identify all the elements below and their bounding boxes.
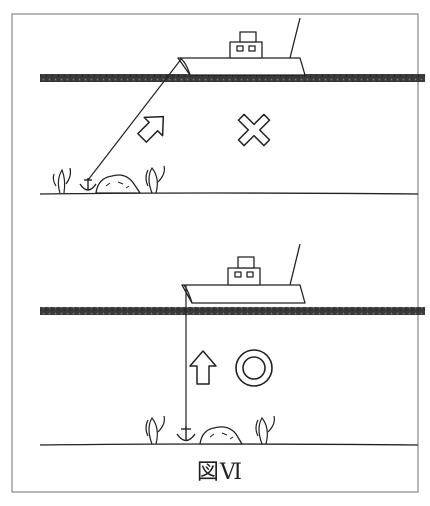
cross-mark-icon xyxy=(229,105,280,156)
seaweed-left xyxy=(146,416,164,444)
panel-incorrect xyxy=(40,18,425,194)
seaweed-right xyxy=(146,166,164,193)
boat xyxy=(182,244,305,303)
seaweed-right xyxy=(256,416,274,444)
rock xyxy=(200,427,242,444)
figure-caption: 図Ⅵ xyxy=(190,458,250,488)
rock xyxy=(96,175,140,193)
figure-frame xyxy=(12,14,418,492)
seaweed-left xyxy=(53,168,70,193)
lift-arrow-up-icon xyxy=(190,351,216,384)
anchor-icon xyxy=(177,426,195,441)
circle-mark-icon xyxy=(236,350,272,386)
anchor-icon xyxy=(80,178,96,190)
water-surface xyxy=(40,307,425,315)
panel-correct xyxy=(40,244,425,445)
boat xyxy=(178,18,305,75)
